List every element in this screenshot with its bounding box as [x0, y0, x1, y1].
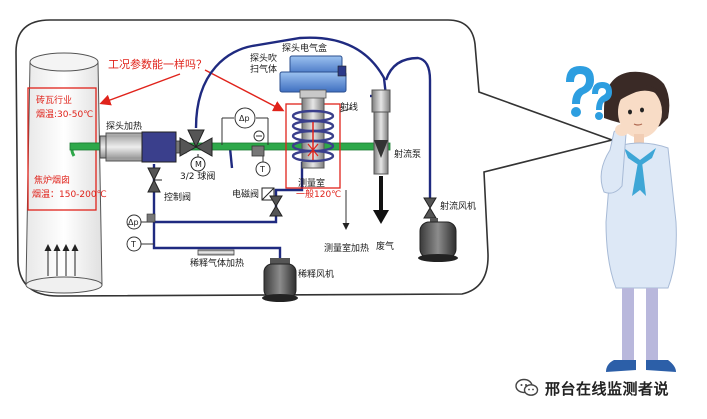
label-dp-2: Δp [128, 218, 139, 227]
label-solenoid-valve: 电磁阀 [232, 190, 260, 200]
label-ray: 射线 [340, 103, 359, 113]
temp-sensor-1 [255, 156, 271, 177]
dilution-fan [262, 258, 298, 302]
chimney [25, 52, 103, 294]
stack-industry-2: 焦炉烟囱 [34, 176, 71, 186]
label-t-1: T [260, 165, 265, 174]
label-jet-fan: 射流风机 [440, 202, 477, 212]
label-exhaust: 废气 [376, 242, 395, 252]
label-jet-pump: 射流泵 [394, 150, 422, 160]
probe-electrical-box [279, 55, 347, 99]
probe-heater [99, 131, 187, 163]
label-probe-box: 探头电气盒 [282, 44, 328, 54]
label-m: M [195, 160, 202, 169]
watermark-text: 邢台在线监测者说 [545, 379, 670, 398]
stack-temp-1: 烟温:30-50℃ [36, 110, 94, 120]
woman-illustration [600, 71, 677, 372]
label-dp-1: Δp [239, 114, 250, 123]
question-arrows [99, 69, 285, 112]
ball-valve-32 [179, 129, 213, 172]
label-measure-heating: 测量室加热 [324, 244, 370, 254]
stack-industry-1: 砖瓦行业 [36, 96, 73, 106]
dp-gauge [221, 107, 269, 157]
dp-sensor-2 [126, 213, 156, 230]
label-dilution-fan: 稀释风机 [298, 270, 335, 280]
label-measure-room: 测量室 [298, 179, 326, 189]
label-measure-temp: 一般120℃ [296, 190, 342, 200]
label-dilution-heating: 稀释气体加热 [190, 259, 245, 269]
label-control-valve: 控制阀 [164, 193, 192, 203]
label-probe-blow: 探头吹 [250, 54, 278, 64]
label-purge-gas: 扫气体 [250, 65, 278, 75]
label-probe-heating: 探头加热 [106, 122, 143, 132]
label-t-2: T [131, 240, 136, 249]
measurement-chamber [285, 93, 353, 189]
wechat-icon [515, 378, 539, 396]
jet-fan-valve [423, 197, 437, 219]
question-mark-icons [566, 66, 612, 120]
stack-temp-2: 烟温：150-200℃ [32, 190, 107, 200]
watermark: 邢台在线监测者说 [515, 376, 669, 400]
dilution-heater [197, 249, 235, 256]
jet-fan [418, 218, 458, 262]
solenoid-valve [261, 187, 283, 217]
label-valve-32: 3/2 球阀 [180, 172, 216, 182]
sample-pipe [69, 142, 391, 157]
flue-flow-arrows [44, 244, 79, 276]
question-text: 工况参数能一样吗？ [108, 58, 207, 71]
jet-pump [371, 89, 391, 224]
temp-sensor-2 [126, 236, 154, 252]
control-valve [147, 167, 162, 193]
